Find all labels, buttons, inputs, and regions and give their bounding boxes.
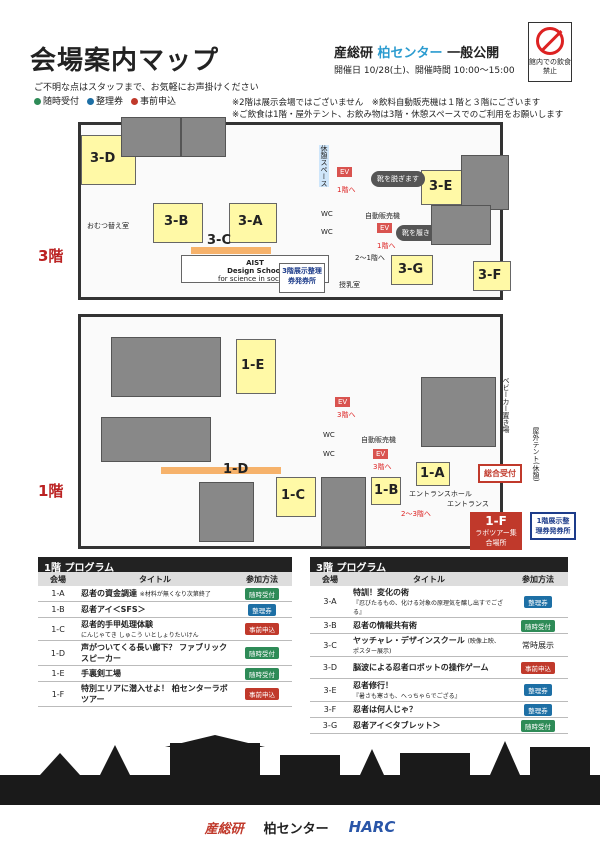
photo [421, 377, 496, 447]
harc-logo: HARC [348, 818, 396, 836]
shoes-off-sign: 靴を脱ぎます [371, 171, 425, 187]
no-food-icon [536, 27, 564, 55]
photo [461, 155, 509, 210]
photo [121, 117, 181, 157]
legend-item: 整理券 [87, 94, 123, 107]
event-dates: 開催日 10/28(土)、開催時間 10:00～15:00 [334, 66, 515, 76]
exhibit-ticket-1f: 1階展示整理券発券所 [530, 512, 576, 540]
photo [321, 477, 366, 547]
photo [181, 117, 226, 157]
general-reception: 総合受付 [478, 464, 522, 483]
subtitle: ご不明な点はスタッフまで、お気軽にお声掛けください [34, 83, 259, 93]
aist-logo: 産総研 [204, 821, 244, 837]
photo [101, 417, 211, 462]
no-food-sign: 館内での飲食禁止 [528, 22, 572, 82]
note-2: ※ご飲食は1階・屋外テント、お飲み物は3階・休憩スペースでのご利用をお願いします [232, 110, 564, 120]
footer: 産総研 柏センター HARC [0, 805, 600, 849]
exhibit-ticket-3f: 3階展示整理券発券所 [279, 263, 325, 293]
photo [431, 205, 491, 245]
legend-item: 事前申込 [131, 94, 176, 107]
photo [111, 337, 221, 397]
legend: 随時受付 整理券 事前申込 [34, 94, 176, 107]
footer-center: 柏センター [263, 821, 329, 837]
legend-item: 随時受付 [34, 94, 79, 107]
map-1f: 1-E 1-D 1-C 1-B 1-A EV 3階へ EV 3階へ WC WC … [78, 314, 540, 549]
photo [199, 482, 254, 542]
page-title: 会場案内マップ [30, 46, 220, 76]
floor-label-3f: 3階 [38, 247, 64, 265]
floor-label-1f: 1階 [38, 482, 64, 500]
note-1: ※2階は展示会場ではございません ※飲料自動販売機は１階と３階にございます [232, 98, 541, 108]
event-name: 産総研 柏センター 一般公開 [334, 46, 500, 61]
town-silhouette [0, 735, 600, 805]
